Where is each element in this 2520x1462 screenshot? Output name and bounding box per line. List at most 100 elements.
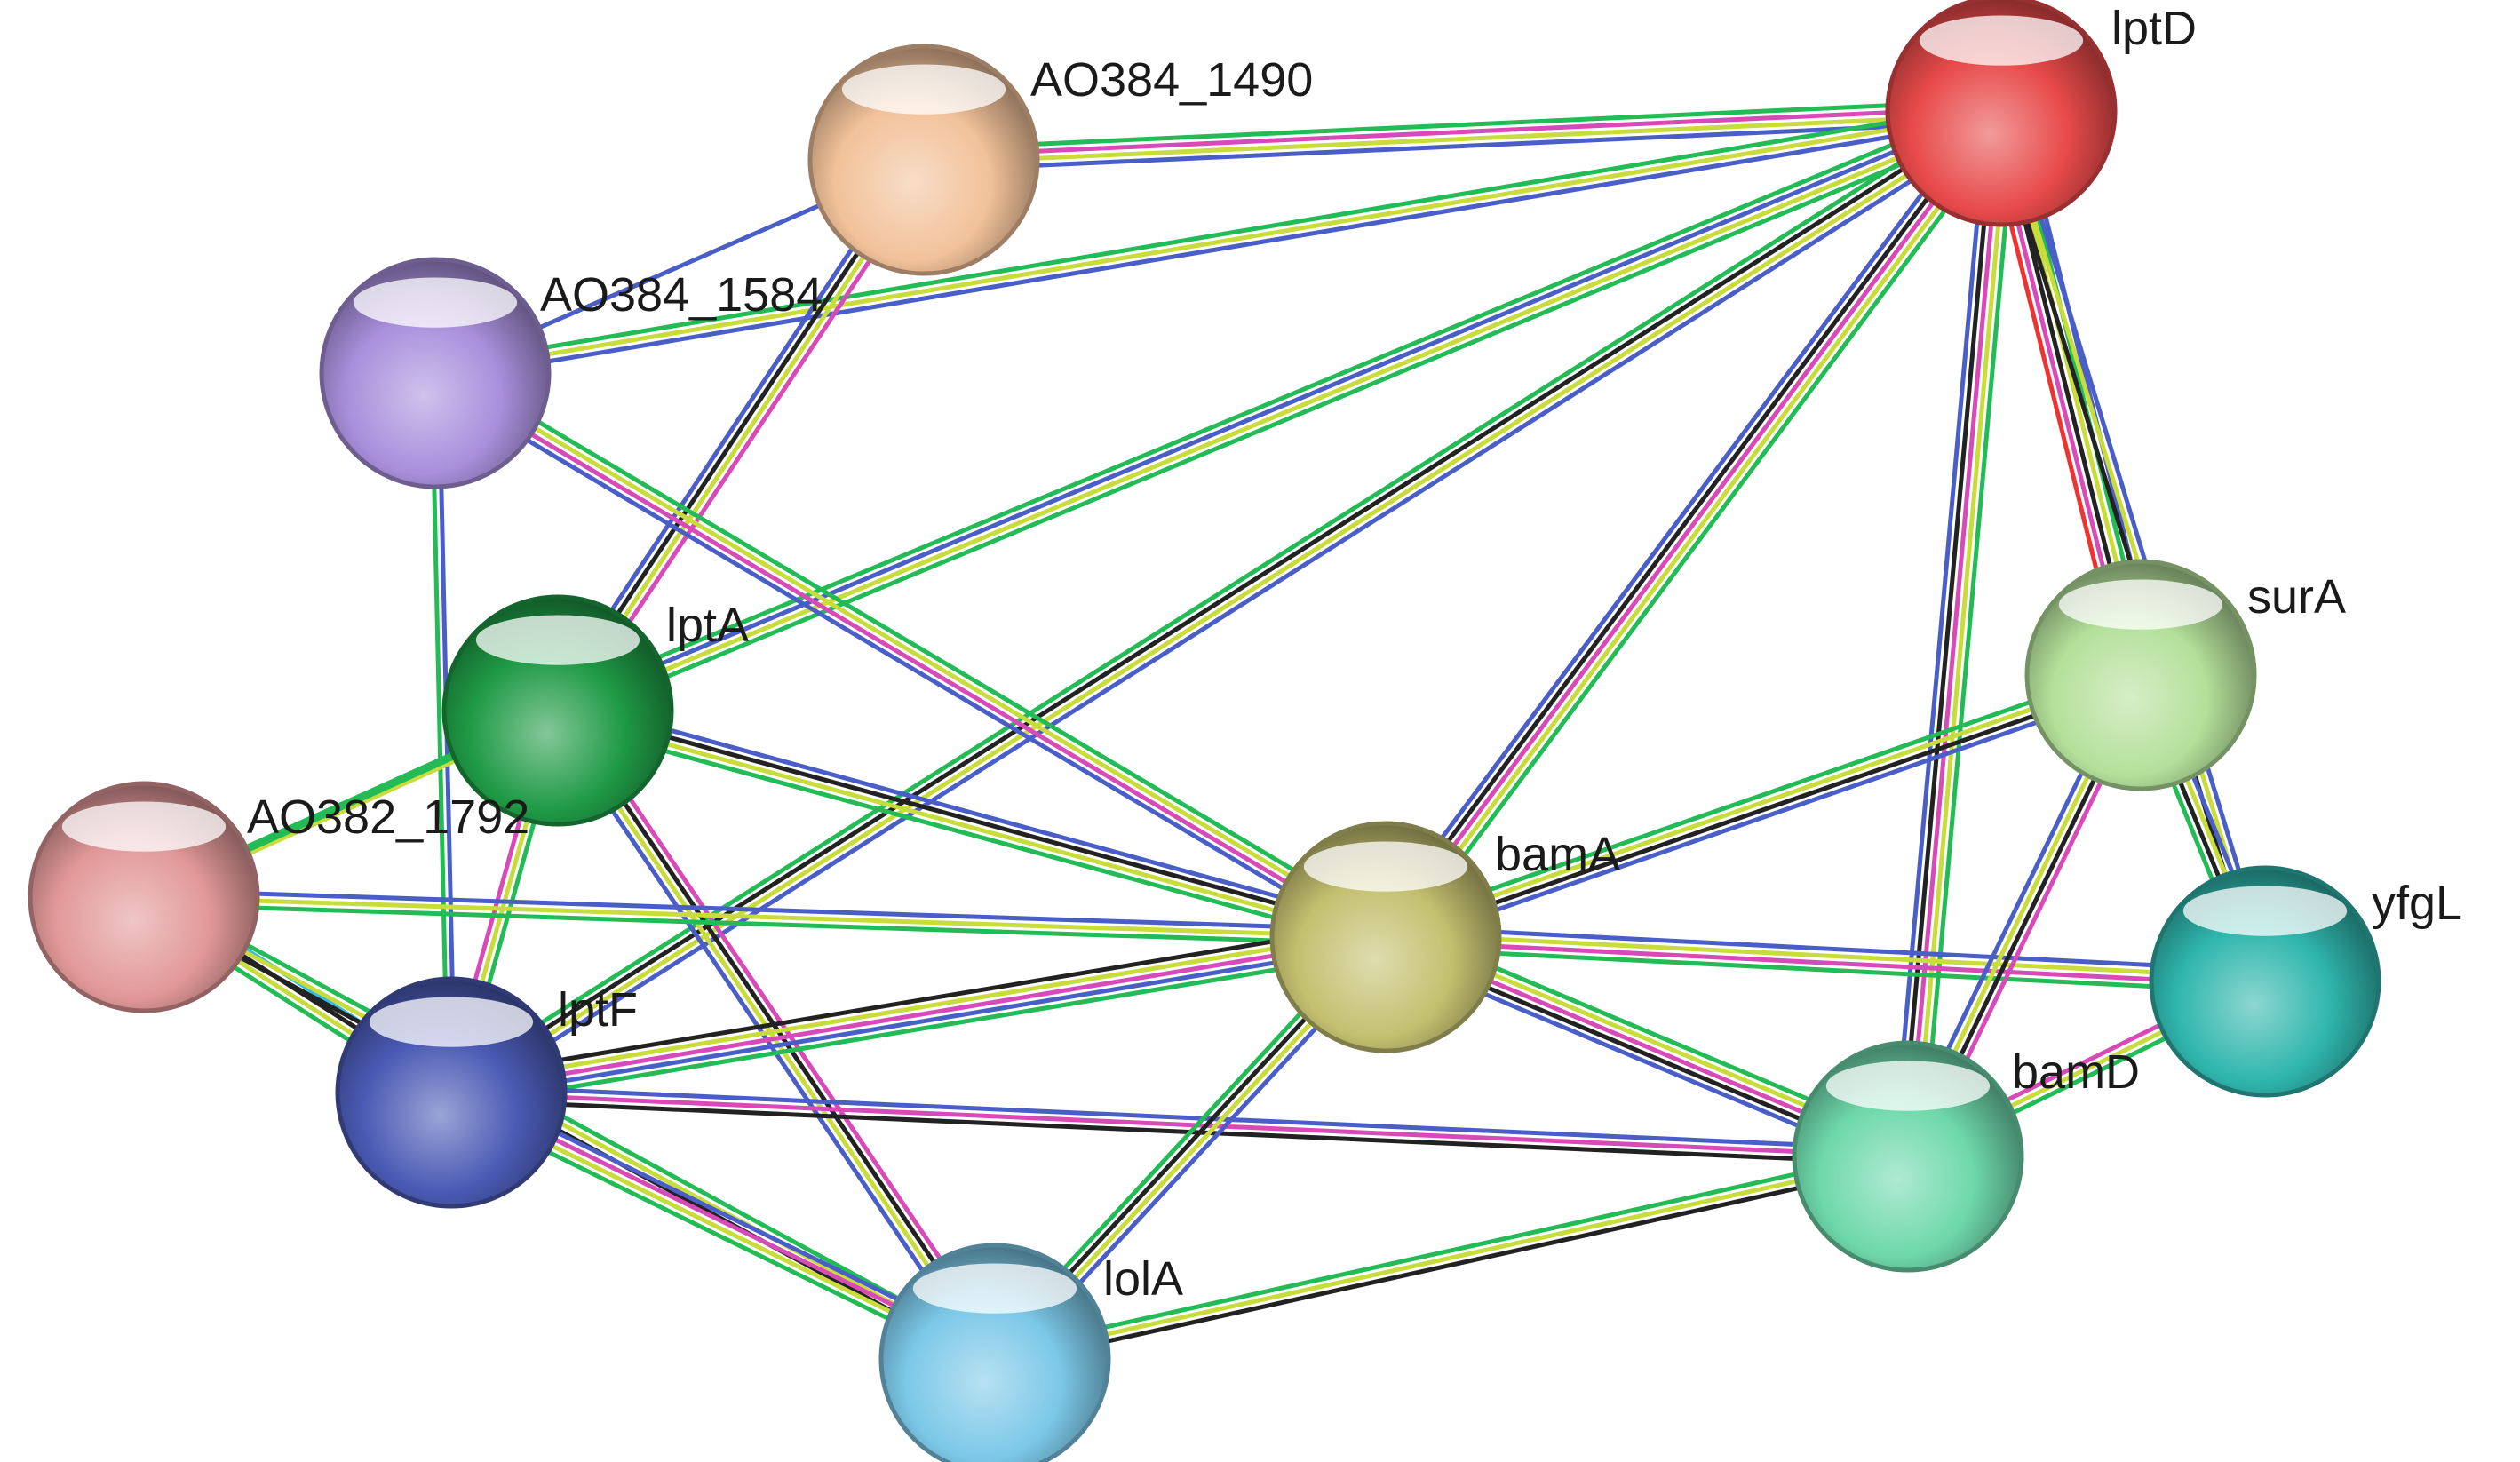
- edge-strand-yellow: [1912, 109, 2011, 1160]
- edge-strand-yellow: [1383, 931, 2268, 981]
- labels-layer: lptD AO384_1490 AO384_1584 lptA AO382_17…: [247, 2, 2462, 1306]
- edge-strand-yellow: [1382, 669, 2142, 936]
- node-highlight: [841, 64, 1006, 115]
- edge-strand-blue: [427, 379, 1383, 949]
- edge-strand-green: [990, 1147, 1909, 1355]
- edge-strand-blue: [141, 887, 1388, 933]
- edge-strand-green: [560, 118, 2008, 723]
- edge-strand-black: [556, 704, 1389, 936]
- edge-lptA-bamA: [552, 697, 1391, 950]
- edge-strand-yellow: [554, 711, 1387, 943]
- node-surA[interactable]: [2024, 559, 2257, 791]
- node-highlight: [1825, 1061, 1991, 1111]
- edge-strand-green: [451, 949, 1391, 1109]
- edge-strand-green: [552, 719, 1386, 950]
- node-label-surA: surA: [2247, 570, 2346, 624]
- edge-lptD-bamD: [1891, 107, 2018, 1160]
- edge-strand-yellow: [433, 108, 2004, 376]
- edge-bamA-surA: [1379, 663, 2147, 950]
- edge-strand-yellow: [921, 112, 2004, 166]
- edge-strand-black: [1898, 107, 1997, 1158]
- edge-strand-yellow: [1999, 108, 2268, 984]
- edge-strand-blue: [449, 942, 1389, 1102]
- edge-bamA-yfgL: [1382, 924, 2269, 995]
- edge-bamD-lolA: [990, 1147, 1912, 1369]
- edge-strand-blue: [922, 119, 2005, 173]
- edge-lptD-bamA: [1371, 99, 2015, 949]
- edge-strand-yellow: [557, 112, 2006, 717]
- edge-strand-pink: [1905, 108, 2004, 1159]
- edge-strand-blue: [558, 697, 1391, 929]
- edge-strand-green: [145, 888, 1001, 1355]
- node-lolA[interactable]: [878, 1243, 1111, 1462]
- node-highlight: [2058, 579, 2223, 630]
- nodes-layer: [28, 0, 2381, 1462]
- edge-strand-yellow: [141, 894, 998, 1362]
- node-lptD[interactable]: [1885, 0, 2118, 227]
- node-lptA[interactable]: [441, 594, 674, 827]
- node-label-AO384_1490: AO384_1490: [1030, 53, 1313, 107]
- node-highlight: [912, 1263, 1077, 1314]
- edge-strand-green: [920, 98, 2003, 152]
- edge-strand-black: [1991, 110, 2261, 986]
- edge-strand-blue: [2006, 107, 2275, 982]
- node-highlight: [1919, 15, 2084, 66]
- edge-strand-yellow: [434, 368, 1390, 937]
- node-AO384_1584[interactable]: [319, 257, 552, 489]
- edge-strand-blue: [553, 105, 2002, 710]
- edge-strand-pink: [431, 373, 1387, 942]
- node-yfgL[interactable]: [2149, 865, 2381, 1098]
- edge-lptD-yfgL: [1991, 107, 2275, 986]
- node-label-yfgL: yfgL: [2372, 877, 2462, 930]
- edge-strand-yellow: [1388, 113, 2009, 944]
- edge-strand-green: [438, 362, 1394, 931]
- edge-AO382_1792-bamA: [141, 887, 1388, 947]
- edge-strand-blue: [1891, 107, 1990, 1158]
- node-highlight: [475, 615, 640, 665]
- node-highlight: [369, 997, 534, 1047]
- node-bamA[interactable]: [1269, 821, 1502, 1053]
- node-label-AO384_1584: AO384_1584: [540, 268, 823, 322]
- edge-strand-blue: [1371, 99, 1992, 931]
- node-label-bamA: bamA: [1495, 828, 1620, 881]
- edge-strand-green: [1379, 663, 2140, 930]
- edge-lptD-AO384_1490: [920, 98, 2005, 173]
- edge-strand-black: [1384, 676, 2144, 943]
- node-label-lptF: lptF: [558, 983, 638, 1037]
- edge-strand-black: [994, 1161, 1912, 1369]
- edge-strand-blue: [449, 1083, 1911, 1152]
- edge-strand-black: [449, 1097, 1911, 1166]
- node-label-lolA: lolA: [1103, 1252, 1183, 1306]
- edge-strand-blue: [1384, 924, 2269, 973]
- node-highlight: [1303, 841, 1468, 892]
- edge-strand-green: [429, 370, 450, 1095]
- edge-strand-green: [432, 101, 2003, 369]
- node-label-AO382_1792: AO382_1792: [247, 791, 529, 844]
- node-AO384_1490[interactable]: [807, 44, 1040, 276]
- edge-strand-green: [1382, 945, 2267, 995]
- edge-strand-yellow: [448, 927, 1387, 1088]
- node-highlight: [61, 801, 227, 852]
- edge-lptF-bamA: [446, 920, 1391, 1109]
- edge-strand-yellow: [141, 894, 1388, 940]
- edge-strand-black: [138, 901, 994, 1368]
- edge-strand-green: [1920, 109, 2018, 1160]
- edge-strand-black: [446, 920, 1386, 1081]
- edge-strand-pink: [449, 934, 1388, 1095]
- edge-AO382_1792-lolA: [138, 888, 1001, 1368]
- edge-strand-yellow: [992, 1154, 1911, 1362]
- edge-AO384_1584-bamA: [427, 362, 1394, 949]
- node-lptF[interactable]: [335, 976, 568, 1209]
- node-highlight: [2182, 886, 2348, 936]
- edge-strand-blue: [1387, 682, 2147, 950]
- edge-strand-black: [1378, 104, 1999, 935]
- node-label-lptA: lptA: [666, 599, 749, 652]
- edge-strand-pink: [1383, 938, 2268, 988]
- node-bamD[interactable]: [1792, 1040, 2024, 1273]
- node-label-lptD: lptD: [2111, 2, 2197, 55]
- edge-strand-green: [1395, 117, 2015, 949]
- edge-strand-pink: [1383, 108, 2004, 940]
- edge-strand-pink: [921, 105, 2004, 159]
- edge-lptF-bamD: [449, 1083, 1911, 1166]
- node-AO382_1792[interactable]: [28, 781, 260, 1013]
